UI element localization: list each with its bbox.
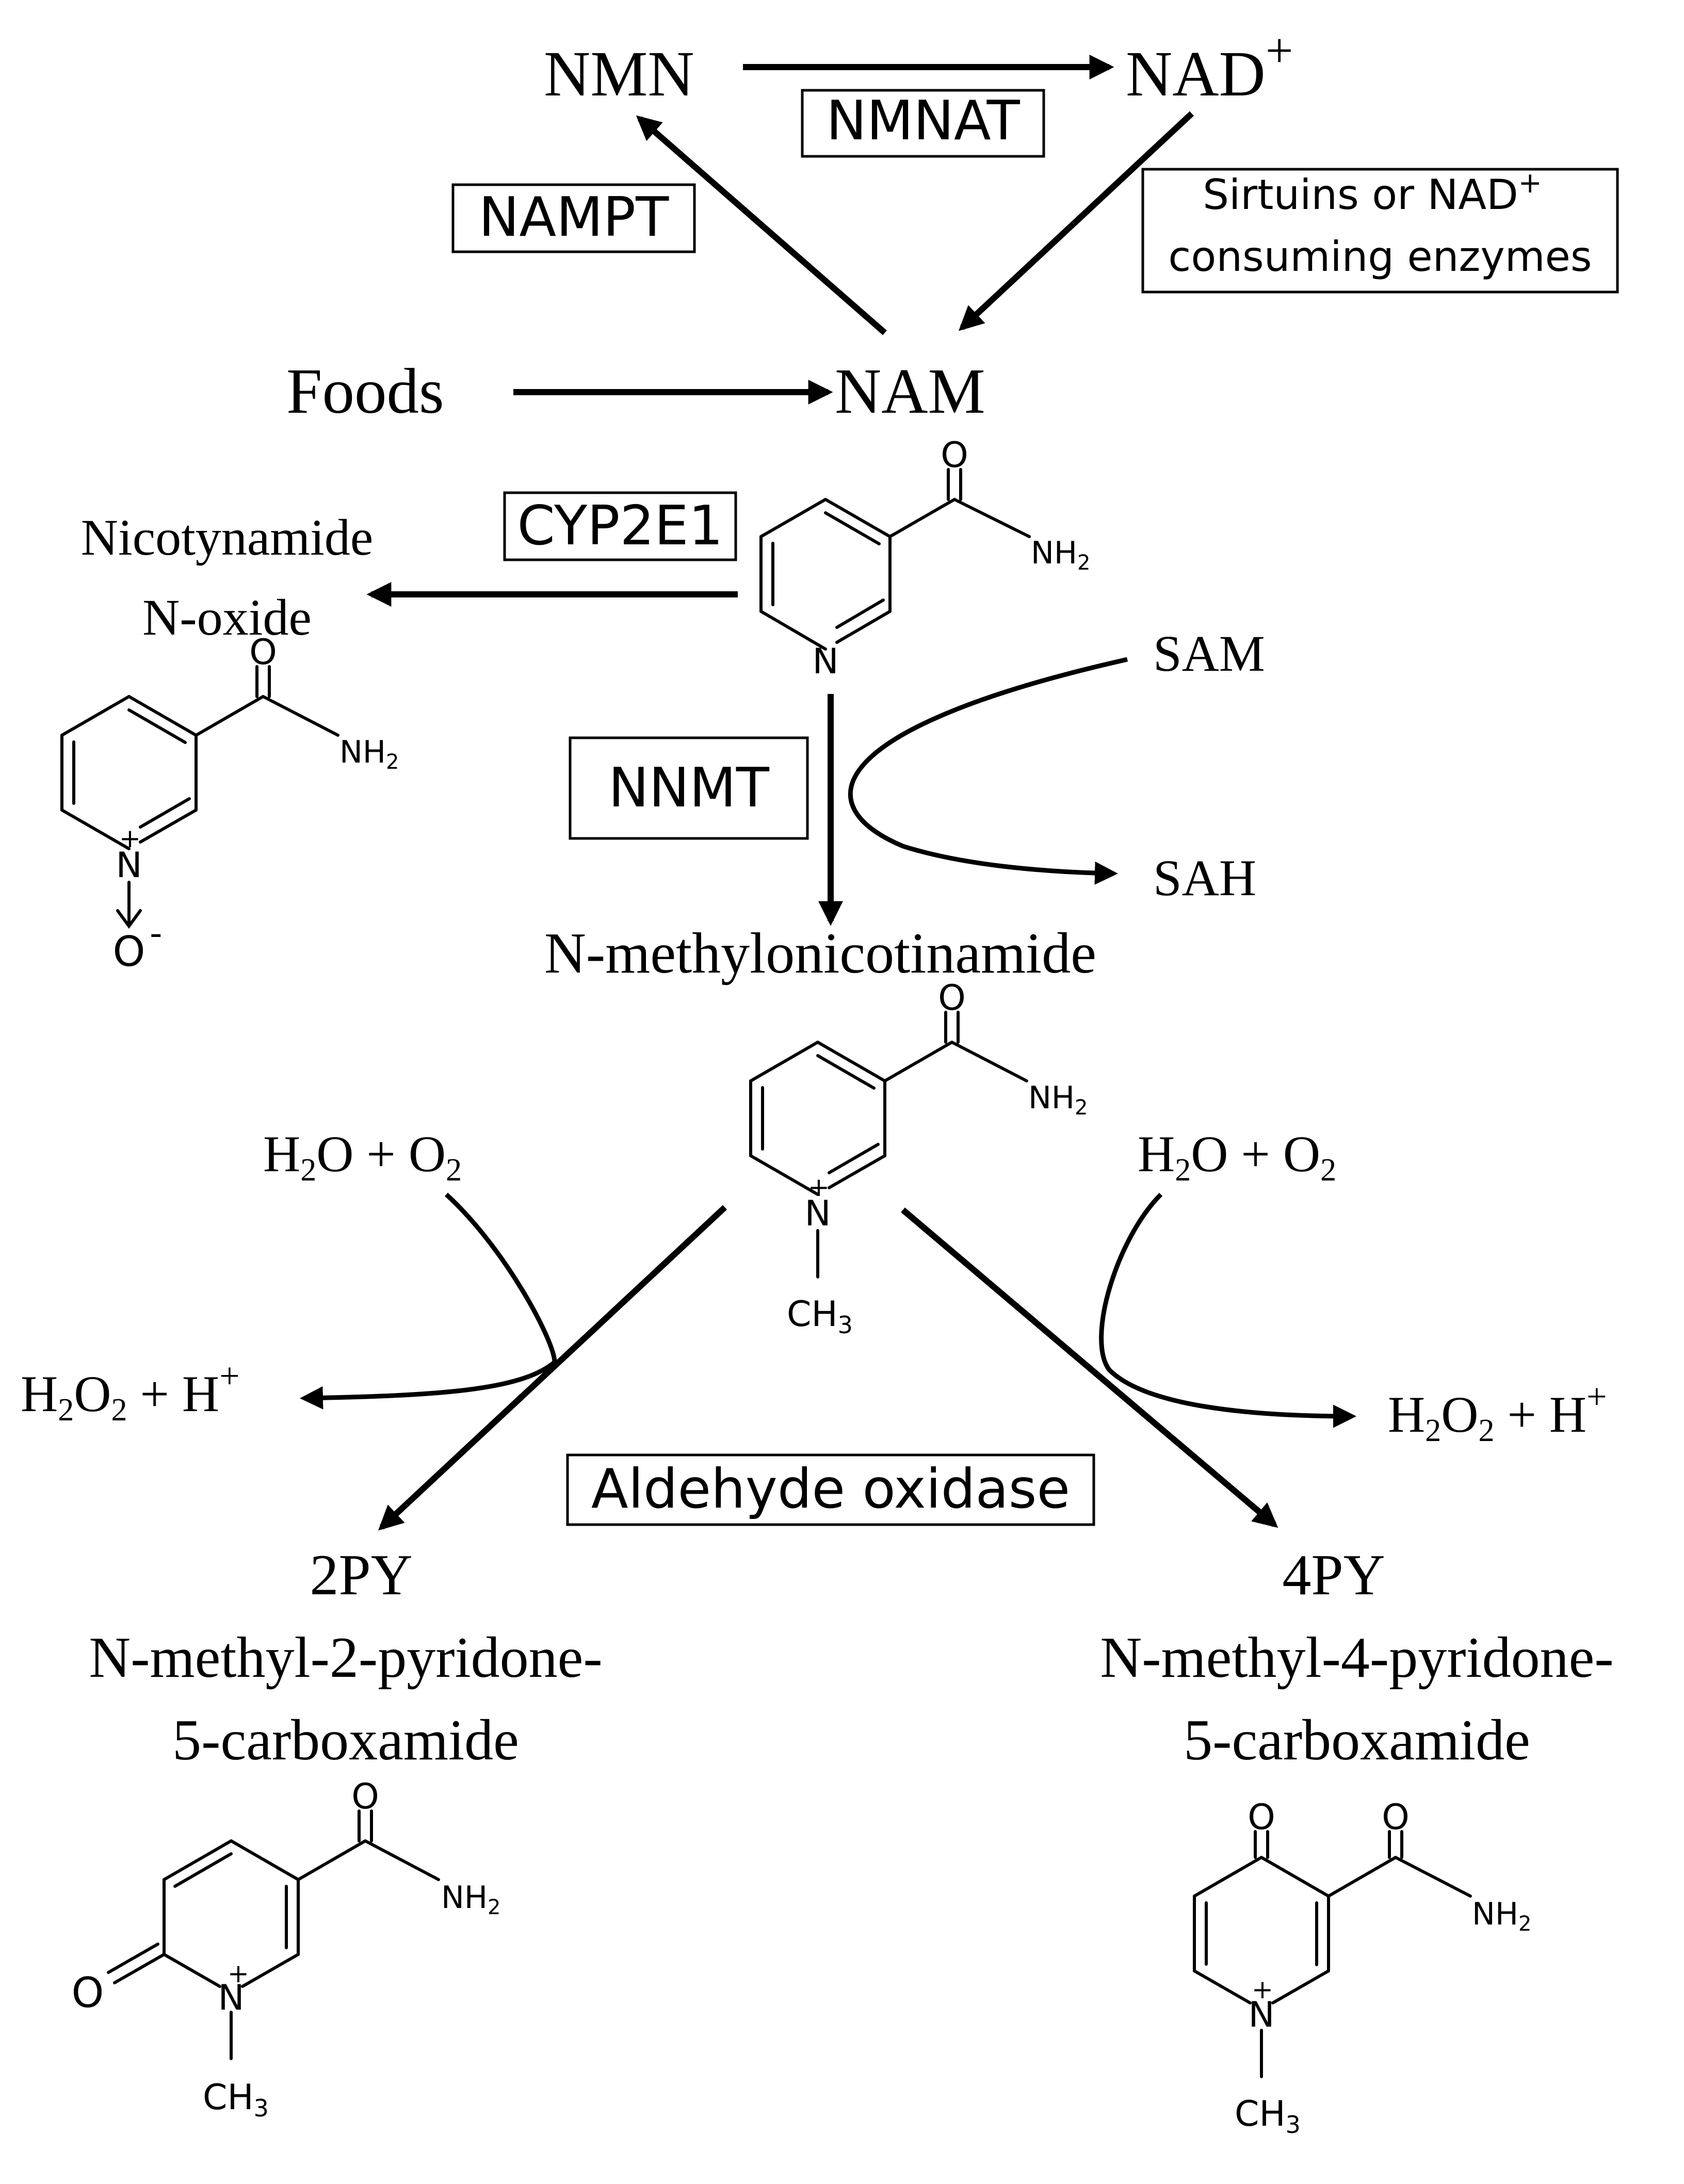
sirtuins-label-line1: Sirtuins or NAD+	[1203, 166, 1542, 219]
mnam-plus-charge: +	[808, 1172, 830, 1202]
4py-nitrogen-atom: N	[1249, 1995, 1275, 2035]
nam-to-nmn-arrow	[636, 115, 887, 335]
sam-label: SAM	[1153, 625, 1265, 682]
left-water-oxygen-label: H2O + O2	[263, 1125, 462, 1188]
2py-nitrogen-atom: N	[218, 1978, 245, 2018]
mnam-oxygen-atom: O	[938, 978, 966, 1018]
nam-oxygen-atom: O	[941, 435, 968, 476]
2py-name-line1: N-methyl-2-pyridone-	[89, 1626, 602, 1690]
nmnat-enzyme-box: NMNAT	[801, 89, 1045, 158]
nmn-label: NMN	[544, 39, 694, 110]
noxide-plus-charge: +	[119, 823, 141, 853]
nad-label: NAD+	[1126, 23, 1293, 110]
4py-plus-charge: +	[1252, 1975, 1273, 2004]
cyp2e1-label: CYP2E1	[517, 494, 723, 557]
nam-nitrogen-atom: N	[813, 641, 839, 682]
nad-to-nam-arrow	[958, 111, 1194, 331]
2py-name-line2: 5-carboxamide	[172, 1708, 519, 1772]
aldehyde-oxidase-enzyme-box: Aldehyde oxidase	[566, 1453, 1095, 1526]
mnam-nitrogen-atom: N	[805, 1193, 831, 1234]
nam-amide-group: NH2	[1031, 535, 1090, 575]
2py-plus-charge: +	[228, 1959, 249, 1988]
noxide-oxygen-atom: O	[249, 632, 277, 673]
2py-amide-oxygen-atom: O	[351, 1776, 379, 1817]
noxide-nitrogen-atom: N	[116, 845, 142, 886]
4py-name-line1: N-methyl-4-pyridone-	[1100, 1626, 1613, 1690]
nnmt-label: NNMT	[608, 756, 770, 819]
2py-amide-group: NH2	[441, 1880, 500, 1919]
4py-label: 4PY	[1282, 1543, 1385, 1607]
noxide-oxide-atom: O	[113, 928, 145, 976]
nicotinamide-n-oxide-label-line1: Nicotynamide	[81, 509, 374, 566]
sah-label: SAH	[1153, 849, 1256, 907]
sam-to-sah-curve	[848, 657, 1128, 885]
left-oxygen-consumption-curve	[300, 1192, 557, 1410]
4py-ketone-oxygen-atom: O	[1248, 1797, 1275, 1838]
nicotinamide-n-oxide-structure: O NH2 N + O -	[60, 632, 399, 976]
4py-methyl-group: CH3	[1235, 2094, 1301, 2139]
nampt-enzyme-box: NAMPT	[451, 183, 696, 253]
4py-name-line2: 5-carboxamide	[1184, 1708, 1530, 1772]
mnam-to-2py-arrow	[378, 1205, 727, 1531]
2py-methyl-group: CH3	[203, 2077, 269, 2122]
n-methylnicotinamide-label: N-methylonicotinamide	[544, 921, 1096, 985]
mnam-amide-group: NH2	[1028, 1080, 1088, 1120]
4py-amide-group: NH2	[1472, 1896, 1531, 1936]
2py-label: 2PY	[310, 1543, 412, 1607]
mnam-to-4py-arrow	[901, 1207, 1278, 1528]
nicotinamide-n-oxide-label-line2: N-oxide	[142, 589, 312, 646]
right-oxygen-consumption-curve	[1099, 1192, 1356, 1428]
nam-structure: O NH2 N	[759, 435, 1090, 682]
sirtuins-label-line2: consuming enzymes	[1168, 233, 1592, 281]
cyp2e1-enzyme-box: CYP2E1	[503, 491, 737, 561]
foods-label: Foods	[286, 356, 444, 427]
noxide-minus-charge: -	[150, 913, 163, 954]
nampt-label: NAMPT	[479, 186, 669, 249]
aldehyde-oxidase-label: Aldehyde oxidase	[591, 1458, 1070, 1520]
2py-structure: O NH2 O N + CH3	[72, 1776, 501, 2122]
noxide-amide-group: NH2	[339, 734, 399, 774]
nnmt-enzyme-box: NNMT	[569, 736, 809, 840]
mnam-structure: O NH2 N + CH3	[749, 978, 1088, 1339]
right-water-oxygen-label: H2O + O2	[1138, 1125, 1336, 1188]
4py-structure: O O NH2 N + CH3	[1193, 1797, 1531, 2139]
nmnat-label: NMNAT	[826, 89, 1020, 152]
sirtuins-enzyme-box: Sirtuins or NAD+ consuming enzymes	[1141, 166, 1619, 294]
right-peroxide-proton-label: H2O2 + H+	[1388, 1377, 1607, 1448]
nam-label: NAM	[835, 356, 985, 427]
2py-ketone-oxygen-atom: O	[72, 1969, 104, 2017]
4py-amide-oxygen-atom: O	[1382, 1797, 1410, 1838]
left-peroxide-proton-label: H2O2 + H+	[21, 1356, 240, 1428]
mnam-methyl-group: CH3	[787, 1294, 853, 1339]
